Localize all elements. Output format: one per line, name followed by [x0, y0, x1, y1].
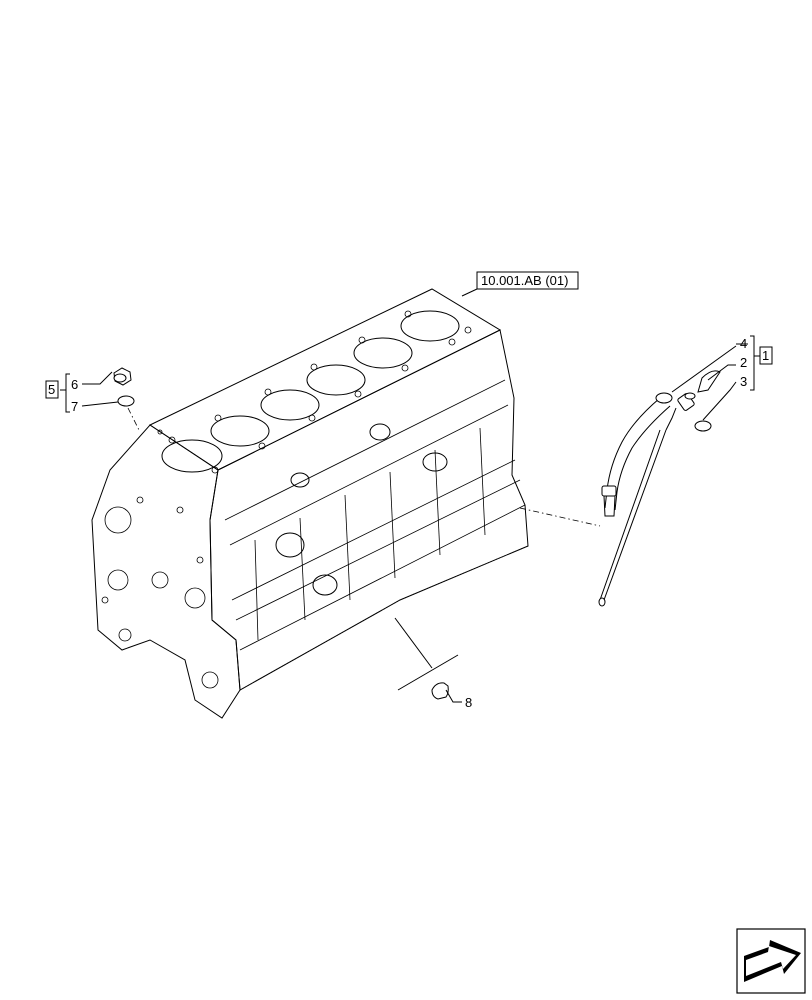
part-8-plug [431, 682, 462, 703]
part-6-plug [113, 367, 132, 386]
assembly-line-left [127, 407, 141, 433]
group-label-right: 1 [762, 348, 769, 363]
callout-6: 6 [71, 377, 78, 392]
callout-2: 2 [740, 355, 747, 370]
callout-4: 4 [740, 336, 747, 351]
group-label-left: 5 [48, 382, 55, 397]
reference-label-box[interactable]: 10.001.AB (01) [461, 271, 579, 297]
part-7-o-ring [117, 395, 135, 407]
section-indicator [394, 617, 459, 691]
reference-label: 10.001.AB (01) [481, 273, 568, 288]
group-bracket-right [750, 335, 760, 391]
group-bracket-left [60, 373, 70, 413]
callout-7: 7 [71, 399, 78, 414]
part-3-o-ring [694, 420, 712, 432]
callout-8: 8 [465, 695, 472, 710]
next-page-arrow-icon[interactable] [736, 928, 806, 994]
callout-3: 3 [740, 374, 747, 389]
engine-block [91, 288, 529, 719]
part-4-dipstick-tube [601, 392, 673, 517]
assembly-line-right [519, 507, 601, 527]
part-2-dipstick [598, 370, 721, 607]
